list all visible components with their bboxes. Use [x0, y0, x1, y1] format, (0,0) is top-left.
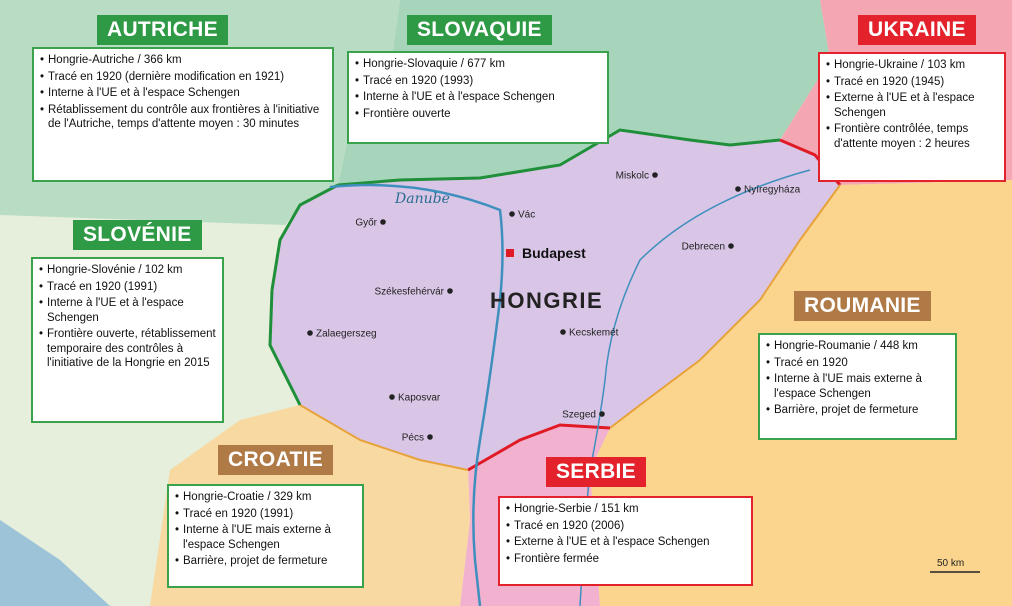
danube-river	[329, 183, 504, 606]
hungary-region	[270, 130, 840, 470]
tag-serbia: SERBIE	[546, 457, 646, 487]
border-romania	[609, 184, 841, 429]
city-label: Nyíregyháza	[744, 185, 801, 196]
info-item: Frontière contrôlée, temps d'attente moy…	[826, 122, 998, 151]
info-item: Frontière ouverte, rétablissement tempor…	[39, 327, 216, 371]
info-list-slovakia: Hongrie-Slovaquie / 677 km Tracé en 1920 …	[355, 57, 601, 121]
border-serbia	[467, 423, 611, 472]
river-label: Danube	[394, 191, 450, 207]
info-item: Interne à l'UE mais externe à l'espace S…	[175, 523, 356, 552]
info-item: Hongrie-Roumanie / 448 km	[766, 339, 949, 354]
info-box-slovakia: Hongrie-Slovaquie / 677 km Tracé en 1920 …	[347, 51, 609, 144]
info-list-ukraine: Hongrie-Ukraine / 103 km Tracé en 1920 (1…	[826, 58, 998, 151]
info-item: Hongrie-Croatie / 329 km	[175, 490, 356, 505]
city-label: Kecskemét	[569, 328, 619, 339]
tag-slovenia: SLOVÉNIE	[73, 220, 202, 250]
tag-ukraine: UKRAINE	[858, 15, 976, 45]
info-item: Tracé en 1920 (2006)	[506, 519, 745, 534]
info-list-slovenia: Hongrie-Slovénie / 102 km Tracé en 1920 (…	[39, 263, 216, 371]
city-label: Miskolc	[616, 171, 649, 182]
info-item: Tracé en 1920 (dernière modification en …	[40, 70, 326, 85]
info-item: Tracé en 1920	[766, 356, 949, 371]
scale-label: 50 km	[937, 558, 964, 569]
city-label: Kaposvar	[398, 393, 441, 404]
city-marker	[509, 211, 515, 217]
info-item: Hongrie-Serbie / 151 km	[506, 502, 745, 517]
info-item: Hongrie-Slovénie / 102 km	[39, 263, 216, 278]
info-box-romania: Hongrie-Roumanie / 448 km Tracé en 1920In…	[758, 333, 957, 440]
info-item: Frontière ouverte	[355, 107, 601, 122]
city-marker	[389, 394, 395, 400]
city-marker	[735, 186, 741, 192]
city-marker	[599, 411, 605, 417]
border-slovenia	[268, 289, 302, 406]
city-marker	[652, 172, 658, 178]
tag-romania: ROUMANIE	[794, 291, 931, 321]
info-item: Externe à l'UE et à l'espace Schengen	[826, 91, 998, 120]
info-box-slovenia: Hongrie-Slovénie / 102 km Tracé en 1920 (…	[31, 257, 224, 423]
info-item: Interne à l'UE et à l'espace Schengen	[39, 296, 216, 325]
info-item: Hongrie-Ukraine / 103 km	[826, 58, 998, 73]
city-marker	[560, 329, 566, 335]
city-marker	[728, 243, 734, 249]
adriatic-water	[0, 520, 110, 606]
city-label: Székesfehérvár	[375, 287, 445, 298]
capital-label: Budapest	[522, 245, 586, 261]
info-item: Interne à l'UE et à l'espace Schengen	[355, 90, 601, 105]
info-item: Tracé en 1920 (1945)	[826, 75, 998, 90]
city-label: Debrecen	[682, 242, 725, 253]
city-label: Szeged	[562, 410, 596, 421]
info-item: Hongrie-Autriche / 366 km	[40, 53, 326, 68]
city-marker	[427, 434, 433, 440]
info-item: Tracé en 1920 (1991)	[175, 507, 356, 522]
city-label: Pécs	[402, 433, 424, 444]
info-item: Hongrie-Slovaquie / 677 km	[355, 57, 601, 72]
tag-croatia: CROATIE	[218, 445, 334, 475]
city-marker	[447, 288, 453, 294]
info-list-austria: Hongrie-Autriche / 366 km Tracé en 1920 (…	[40, 53, 326, 132]
city-marker	[307, 330, 313, 336]
border-slovakia	[337, 128, 781, 187]
city-label: Vác	[518, 210, 535, 221]
info-item: Tracé en 1920 (1991)	[39, 280, 216, 295]
info-box-austria: Hongrie-Autriche / 366 km Tracé en 1920 (…	[32, 47, 334, 182]
border-croatia	[299, 404, 469, 471]
info-list-romania: Hongrie-Roumanie / 448 km Tracé en 1920In…	[766, 339, 949, 418]
capital-marker	[506, 249, 514, 257]
info-item: Interne à l'UE et à l'espace Schengen	[40, 86, 326, 101]
tag-austria: AUTRICHE	[97, 15, 228, 45]
info-item: Barrière, projet de fermeture	[175, 554, 356, 569]
country-name-label: HONGRIE	[490, 288, 603, 313]
info-item: Rétablissement du contrôle aux frontière…	[40, 103, 326, 132]
city-label: Győr	[355, 218, 377, 229]
info-list-serbia: Hongrie-Serbie / 151 km Tracé en 1920 (20…	[506, 502, 745, 566]
info-box-ukraine: Hongrie-Ukraine / 103 km Tracé en 1920 (1…	[818, 52, 1006, 182]
info-item: Frontière fermée	[506, 552, 745, 567]
border-austria	[270, 183, 339, 291]
info-item: Tracé en 1920 (1993)	[355, 74, 601, 89]
info-box-croatia: Hongrie-Croatie / 329 km Tracé en 1920 (1…	[167, 484, 364, 588]
city-marker	[380, 219, 386, 225]
info-box-serbia: Hongrie-Serbie / 151 km Tracé en 1920 (20…	[498, 496, 753, 586]
info-item: Interne à l'UE mais externe à l'espace S…	[766, 372, 949, 401]
tag-slovakia: SLOVAQUIE	[407, 15, 552, 45]
info-list-croatia: Hongrie-Croatie / 329 km Tracé en 1920 (1…	[175, 490, 356, 569]
info-item: Externe à l'UE et à l'espace Schengen	[506, 535, 745, 550]
city-label: Zalaegerszeg	[316, 329, 377, 340]
info-item: Barrière, projet de fermeture	[766, 403, 949, 418]
